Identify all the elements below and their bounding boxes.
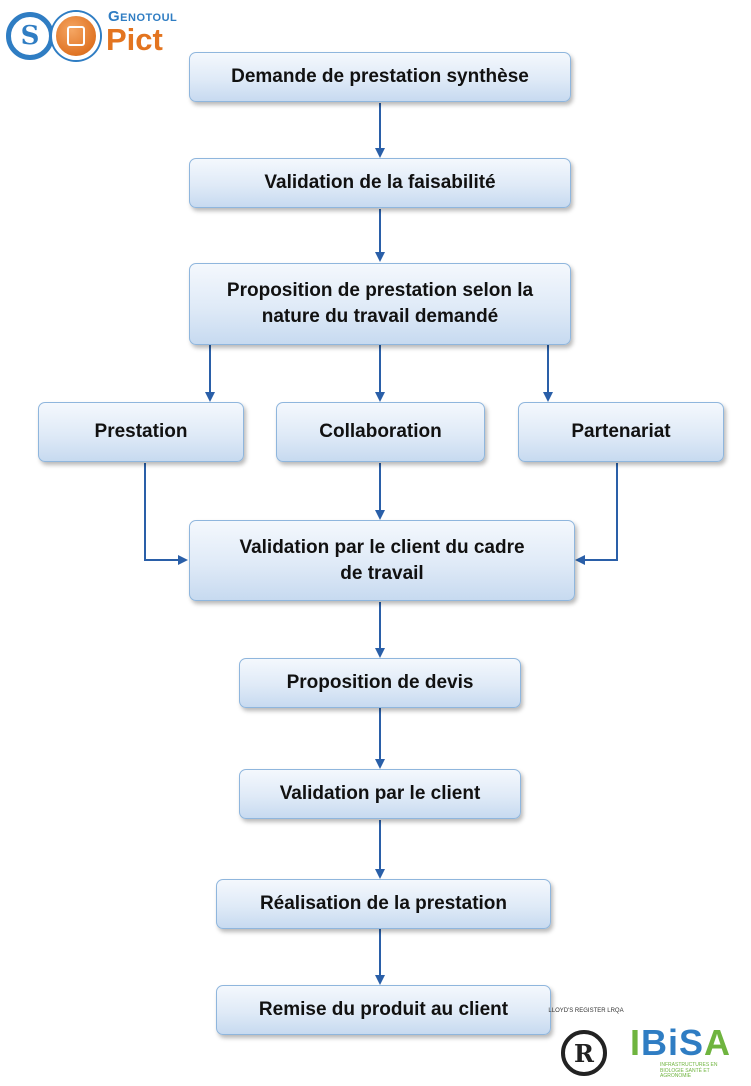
node-collaboration: Collaboration — [276, 402, 485, 462]
genotoul-text: Genotoul — [108, 8, 178, 25]
arrow-partenariat-to-cadre — [575, 463, 618, 565]
node-realisation: Réalisation de la prestation — [216, 879, 551, 929]
node-validation-cadre: Validation par le client du cadre de tra… — [189, 520, 575, 601]
node-prestation: Prestation — [38, 402, 244, 462]
node-proposition-prestation: Proposition de prestation selon la natur… — [189, 263, 571, 345]
arrow-prestation-to-cadre — [144, 463, 188, 565]
node-proposition-line2: nature du travail demandé — [261, 306, 499, 327]
genotoul-pict-logo: S Genotoul Pict — [6, 8, 221, 70]
node-proposition-devis: Proposition de devis — [239, 658, 521, 708]
lloyds-ring-text: LLOYD'S REGISTER LRQA — [548, 1008, 624, 1014]
node-prestation-label: Prestation — [94, 421, 188, 443]
pict-text: Pict — [106, 22, 163, 57]
registered-r-icon: R — [561, 1030, 607, 1076]
node-demande-prestation: Demande de prestation synthèse — [189, 52, 571, 102]
ibisa-logo: IBiSA INFRASTRUCTURES EN BIOLOGIE SANTÉ … — [630, 1025, 751, 1083]
node-remise-produit: Remise du produit au client — [216, 985, 551, 1035]
node-cadre-line1: Validation par le client du cadre — [239, 536, 525, 558]
node-devis-label: Proposition de devis — [286, 672, 474, 694]
ibisa-subtitle: INFRASTRUCTURES EN BIOLOGIE SANTÉ ET AGR… — [660, 1062, 718, 1079]
node-demande-label: Demande de prestation synthèse — [231, 66, 529, 88]
pict-image-icon — [52, 12, 100, 60]
node-partenariat: Partenariat — [518, 402, 724, 462]
ibisa-text: IBiSA — [630, 1025, 732, 1063]
node-validation-client: Validation par le client — [239, 769, 521, 819]
node-remise-label: Remise du produit au client — [258, 999, 509, 1021]
node-collaboration-label: Collaboration — [319, 421, 442, 443]
lloyds-register-logo: LLOYD'S REGISTER LRQA R — [545, 1008, 627, 1086]
node-validation-client-label: Validation par le client — [279, 783, 481, 805]
node-cadre-line2: de travail — [340, 562, 424, 584]
node-proposition-line1: Proposition de prestation selon la — [226, 280, 534, 302]
node-realisation-label: Réalisation de la prestation — [259, 893, 508, 915]
genotoul-s-icon: S — [6, 12, 54, 60]
node-partenariat-label: Partenariat — [571, 421, 671, 443]
node-faisabilite-label: Validation de la faisabilité — [264, 172, 496, 194]
node-validation-faisabilite: Validation de la faisabilité — [189, 158, 571, 208]
